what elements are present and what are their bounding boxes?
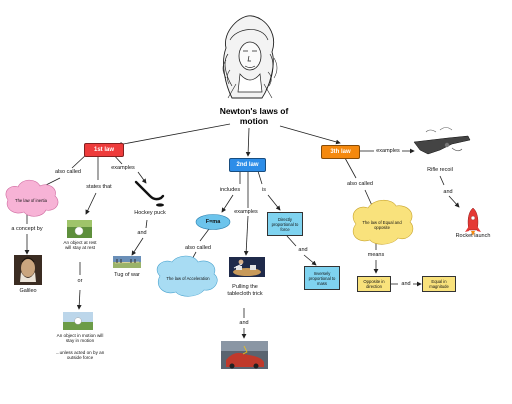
unless-statement: ...unless acted on by an outside force (55, 350, 105, 361)
link-examples-1: examples (111, 165, 135, 171)
tablecloth-trick-photo (229, 257, 265, 277)
galileo-portrait-icon (14, 255, 42, 285)
galileo-label: Galileo (19, 288, 37, 294)
link-examples-2: examples (234, 209, 258, 215)
link-and-1: and (137, 230, 147, 236)
link-also-called-3: also called (347, 181, 373, 187)
rifle-icon (413, 127, 471, 155)
motion-statement: An object in motion will stay in motion (56, 333, 104, 344)
equal-opposite-text: The law of Equal and opposite (362, 220, 402, 230)
rocket-icon (465, 207, 481, 236)
link-also-called-2: also called (185, 245, 211, 251)
link-and-5: and (401, 281, 411, 287)
equal-magnitude-box: Equal in magnitude (422, 276, 456, 292)
acceleration-cloud (156, 255, 218, 297)
tug-of-war-photo (113, 256, 141, 268)
hockey-stick-icon (134, 180, 165, 207)
rolling-ball-photo (63, 312, 93, 330)
newton-portrait-icon (222, 15, 278, 99)
link-and-3: and (239, 320, 249, 326)
hockey-puck-label: Hockey puck (134, 210, 166, 216)
link-or: or (77, 278, 83, 284)
tablecloth-label: Pulling the tablecloth trick (227, 284, 263, 297)
link-and-4: and (443, 189, 453, 195)
link-also-called-1: also called (55, 169, 81, 175)
opposite-direction-box: Opposite in direction (357, 276, 391, 292)
link-and-2: and (298, 247, 308, 253)
first-law-box: 1st law (84, 143, 124, 157)
rifle-recoil-label: Rifle recoil (427, 167, 453, 173)
car-crash-photo (221, 341, 268, 369)
link-states-that: states that (86, 184, 112, 190)
acceleration-text: The law of Acceleration (166, 275, 210, 281)
rocket-launch-label: Rocket launch (455, 233, 491, 239)
third-law-box: 3th law (321, 145, 360, 159)
inertia-cloud (5, 179, 59, 217)
formula-label: F=ma (205, 219, 221, 225)
formula-oval (195, 214, 231, 230)
equal-opposite-cloud (352, 199, 414, 245)
rest-statement: An object at rest will stay at rest (63, 240, 97, 251)
inertia-text: The law of inertia (15, 197, 47, 203)
map-title: Newton's laws of motion (219, 106, 289, 126)
inversely-proportional-box: Inversely proportional to mass (304, 266, 340, 290)
tug-of-war-label: Tug of war (114, 272, 140, 278)
link-is: is (262, 187, 266, 193)
link-examples-3: examples (376, 148, 400, 154)
link-means: means (367, 252, 385, 258)
directly-proportional-box: Directly proportional to force (267, 212, 303, 236)
link-concept-by: a concept by (11, 226, 43, 232)
link-includes: includes (219, 187, 241, 193)
second-law-box: 2nd law (229, 158, 266, 172)
golf-ball-photo (67, 220, 92, 238)
